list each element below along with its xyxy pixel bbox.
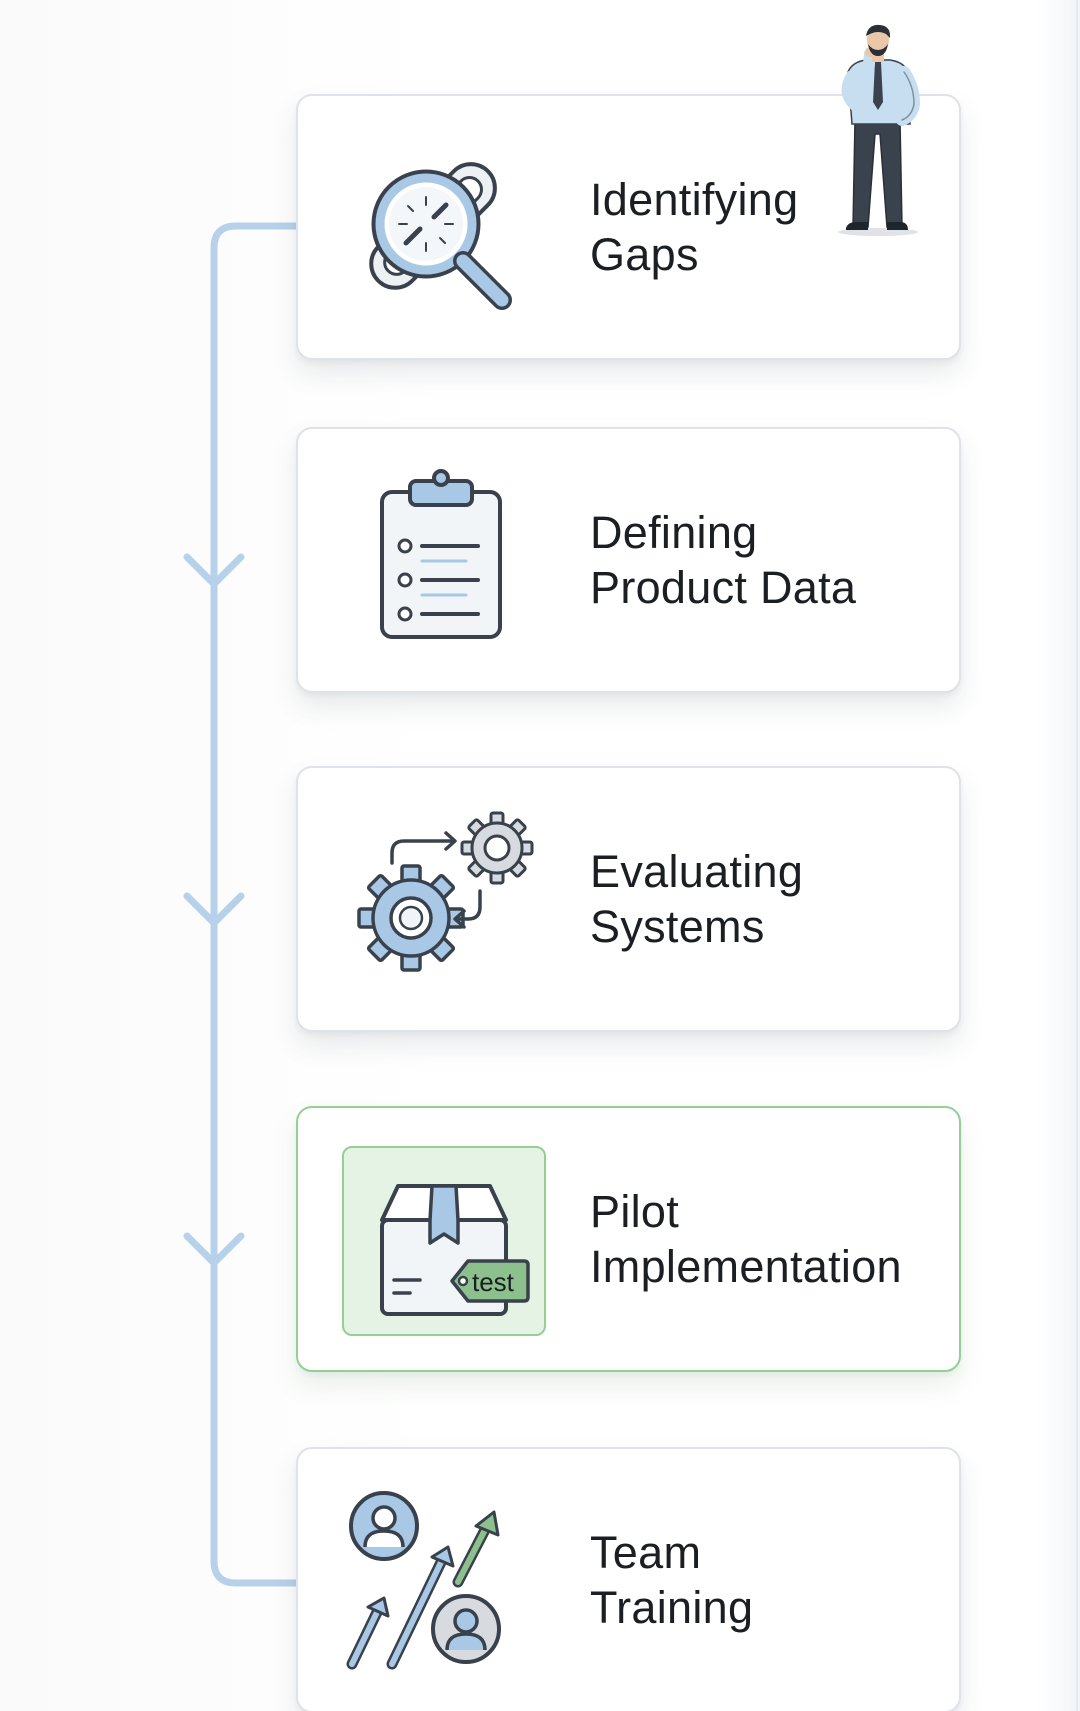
step-title-line-2: Training <box>590 1582 754 1633</box>
right-edge-divider <box>1076 0 1078 1711</box>
flow-arrowhead-2 <box>183 892 245 927</box>
step-title-line-2: Systems <box>590 901 765 952</box>
step-title: Evaluating Systems <box>590 844 803 954</box>
team-growth-arrows-icon <box>342 1484 542 1676</box>
step-title-line-1: Team <box>590 1527 702 1578</box>
step-title: Team Training <box>590 1525 753 1635</box>
magnifier-broken-link-icon <box>342 131 542 323</box>
clipboard-checklist-icon <box>342 464 542 656</box>
step-title-line-1: Pilot <box>590 1186 680 1237</box>
step-card-identifying-gaps[interactable]: Identifying Gaps <box>296 94 961 360</box>
step-title-line-1: Defining <box>590 507 758 558</box>
step-title: Defining Product Data <box>590 505 856 615</box>
thinking-businessman-illustration <box>838 24 921 236</box>
gears-sync-icon <box>342 803 542 995</box>
step-title-line-2: Implementation <box>590 1241 902 1292</box>
step-title-line-2: Product Data <box>590 562 857 613</box>
step-title: Pilot Implementation <box>590 1184 902 1294</box>
icon-highlight-panel: test <box>342 1146 546 1336</box>
package-test-tag-icon: test <box>380 1184 530 1316</box>
flow-arrowhead-1 <box>183 553 245 588</box>
step-title-line-1: Identifying <box>590 174 799 225</box>
step-card-team-training[interactable]: Team Training <box>296 1447 961 1711</box>
step-title-line-2: Gaps <box>590 229 699 280</box>
flow-line <box>210 222 300 1587</box>
step-title: Identifying Gaps <box>590 172 798 282</box>
step-card-pilot-implementation[interactable]: test Pilot Implementation <box>296 1106 961 1372</box>
step-title-line-1: Evaluating <box>590 846 804 897</box>
test-tag-label: test <box>472 1267 515 1297</box>
flow-arrowhead-3 <box>183 1232 245 1267</box>
step-card-defining-product-data[interactable]: Defining Product Data <box>296 427 961 693</box>
step-card-evaluating-systems[interactable]: Evaluating Systems <box>296 766 961 1032</box>
